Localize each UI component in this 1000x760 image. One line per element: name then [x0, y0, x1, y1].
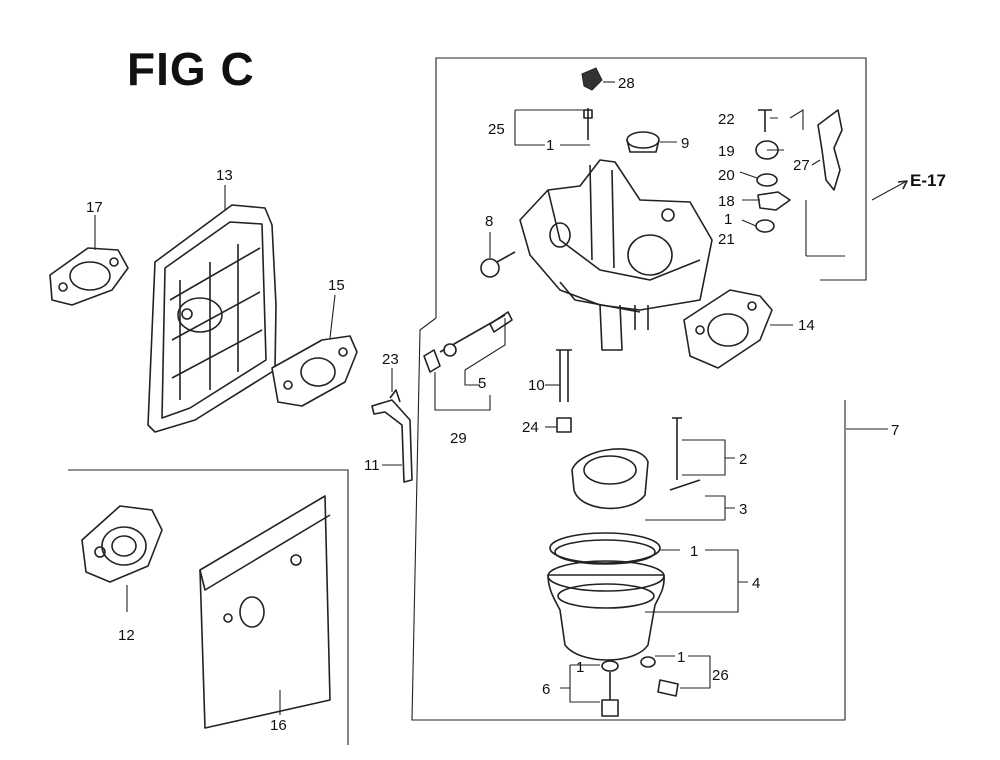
label-1-top: 1 [546, 137, 554, 154]
label-14: 14 [798, 317, 815, 334]
label-12: 12 [118, 627, 135, 644]
label-7: 7 [891, 422, 899, 439]
carburetor-small-parts [371, 67, 843, 483]
figure-title: FIG C [127, 43, 255, 95]
label-4: 4 [752, 575, 760, 592]
part-17-gasket [49, 247, 129, 306]
label-1-screw: 1 [677, 649, 685, 666]
label-24: 24 [522, 419, 539, 436]
label-18: 18 [718, 193, 735, 210]
label-20: 20 [718, 167, 735, 184]
label-16: 16 [270, 717, 287, 734]
label-21: 21 [718, 231, 735, 248]
label-1-drain: 1 [576, 659, 584, 676]
leader-lines [94, 81, 908, 715]
reference-label: E-17 [910, 171, 946, 190]
diagram-frames [68, 57, 888, 745]
part-16-plate [199, 495, 331, 729]
label-23: 23 [382, 351, 399, 368]
part-13-plate [147, 204, 277, 433]
label-19: 19 [718, 143, 735, 160]
part-15-gasket [271, 335, 358, 407]
label-29: 29 [450, 430, 467, 447]
label-25: 25 [488, 121, 505, 138]
label-15: 15 [328, 277, 345, 294]
carburetor-body [519, 159, 713, 351]
float-chamber-parts [547, 417, 701, 717]
label-9: 9 [681, 135, 689, 152]
label-6: 6 [542, 681, 550, 698]
label-10: 10 [528, 377, 545, 394]
label-28: 28 [618, 75, 635, 92]
part-12-flange [81, 505, 163, 583]
label-27: 27 [793, 157, 810, 174]
label-8: 8 [485, 213, 493, 230]
label-1-right: 1 [724, 211, 732, 228]
label-17: 17 [86, 199, 103, 216]
label-26: 26 [712, 667, 729, 684]
label-2: 2 [739, 451, 747, 468]
label-1-bowl: 1 [690, 543, 698, 560]
label-11: 11 [364, 457, 380, 474]
label-5: 5 [478, 375, 486, 392]
label-13: 13 [216, 167, 233, 184]
label-22: 22 [718, 111, 735, 128]
label-3: 3 [739, 501, 747, 518]
part-number-labels: 28 25 1 9 22 19 20 18 1 21 27 8 17 13 15… [86, 75, 946, 734]
